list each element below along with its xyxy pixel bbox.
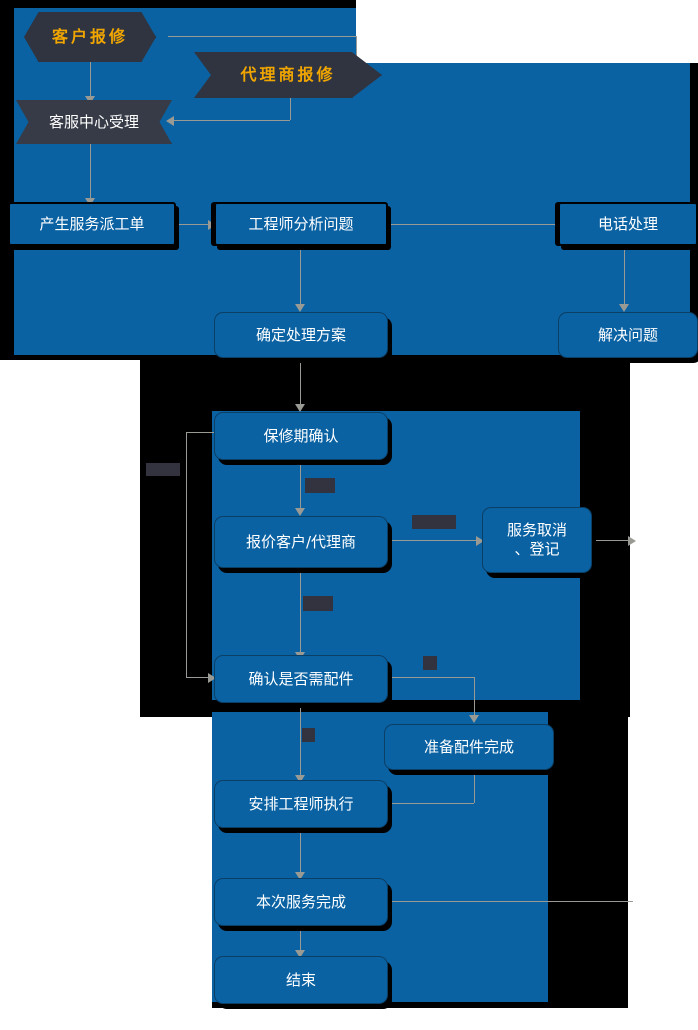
edge-n2-n3-arrowhead [166,116,174,126]
node-agent-report[interactable]: 代理商报修 [194,52,382,98]
edge-label-chip-5 [423,656,437,670]
node-agent-report-label: 代理商报修 [240,65,336,84]
node-create-work-order-label: 产生服务派工单 [39,214,145,233]
edge-n2-n3-segment-v [290,98,291,120]
edge-n11-exit-segment [592,540,634,541]
edge-n15-tail-segment [388,901,633,902]
node-service-cancel-register-label-line1: 服务取消 [506,521,567,540]
node-engineer-analyze[interactable]: 工程师分析问题 [214,202,388,246]
node-service-center-accept-label: 客服中心受理 [48,112,139,131]
node-determine-plan-label: 确定处理方案 [255,325,346,344]
edge-n13-n14-segment-v [474,770,475,803]
edge-n7-n9-segment [300,358,301,408]
edge-n14-n15-segment [300,828,301,876]
node-quote-customer-agent[interactable]: 报价客户/代理商 [214,516,388,568]
edge-n4-n5-segment [176,224,214,225]
node-phone-handling-label: 电话处理 [597,214,658,233]
edge-n1-n3-segment [90,62,91,100]
edge-n12-n14-arrowhead [295,775,305,783]
node-service-center-accept[interactable]: 客服中心受理 [16,100,172,144]
edge-n9-n10-segment [300,460,301,512]
edge-loop-top-segment [186,432,214,433]
node-problem-solved-label: 解决问题 [597,325,658,344]
node-engineer-analyze-label: 工程师分析问题 [248,214,354,233]
node-service-complete[interactable]: 本次服务完成 [214,878,388,926]
edge-n11-exit-arrowhead [628,536,636,546]
node-service-cancel-register[interactable]: 服务取消 、登记 [482,507,592,573]
node-customer-report-label: 客户报修 [51,27,128,46]
node-assign-engineer[interactable]: 安排工程师执行 [214,780,388,828]
node-customer-report[interactable]: 客户报修 [24,12,156,62]
edge-label-chip-1 [146,463,180,476]
edge-n5-n6-segment [388,224,558,225]
edge-n7-n9-arrowhead [295,404,305,412]
edge-n4-n5-arrowhead [208,220,216,230]
edge-label-chip-2 [305,478,335,493]
node-assign-engineer-label: 安排工程师执行 [248,794,354,813]
edge-n5-n7-segment [300,246,301,308]
node-parts-ready[interactable]: 准备配件完成 [384,724,554,770]
node-quote-customer-agent-label: 报价客户/代理商 [245,532,357,551]
edge-label-chip-3 [412,515,456,529]
edge-label-chip-4 [303,596,333,611]
edge-n6-n8-arrowhead [619,304,629,312]
edge-n14-n15-arrowhead [295,872,305,880]
edge-n6-n8-segment [624,246,625,308]
node-confirm-parts-needed[interactable]: 确认是否需配件 [214,655,388,703]
edge-n15-n16-arrowhead [295,950,305,958]
edge-n12-n13-segment-v [474,677,475,719]
node-warranty-confirm[interactable]: 保修期确认 [214,412,388,460]
node-confirm-parts-needed-label: 确认是否需配件 [248,669,354,688]
node-end[interactable]: 结束 [214,956,388,1004]
node-warranty-confirm-label: 保修期确认 [263,426,339,445]
edge-n10-n11-arrowhead [476,536,484,546]
edge-n12-n13-arrowhead [469,715,479,723]
edge-label-chip-6 [302,728,315,742]
node-end-label: 结束 [285,970,316,989]
edge-loop-bottom-segment [186,677,214,678]
node-phone-handling[interactable]: 电话处理 [558,202,698,246]
edge-n1-n2-segment-h [168,36,356,37]
edge-n10-n12-segment [300,568,301,656]
node-service-cancel-register-label-line2: 、登记 [514,540,560,558]
edge-n2-n3-segment-h [172,120,290,121]
edge-n15-n16-segment [300,926,301,954]
edge-n3-n4-segment [90,144,91,202]
node-parts-ready-label: 准备配件完成 [423,737,514,756]
edge-loop-vertical-segment [186,432,187,677]
node-determine-plan[interactable]: 确定处理方案 [214,312,388,358]
edge-n12-n13-segment-h [388,677,474,678]
edge-loop-arrowhead [208,673,216,683]
edge-n9-n10-arrowhead [295,508,305,516]
edge-n13-n14-segment-h [388,803,474,804]
edge-n12-n14-segment [300,703,301,779]
node-create-work-order[interactable]: 产生服务派工单 [8,202,176,246]
node-problem-solved[interactable]: 解决问题 [558,312,698,358]
node-service-complete-label: 本次服务完成 [255,892,346,911]
edge-n5-n7-arrowhead [295,304,305,312]
edge-n10-n11-segment [388,540,482,541]
